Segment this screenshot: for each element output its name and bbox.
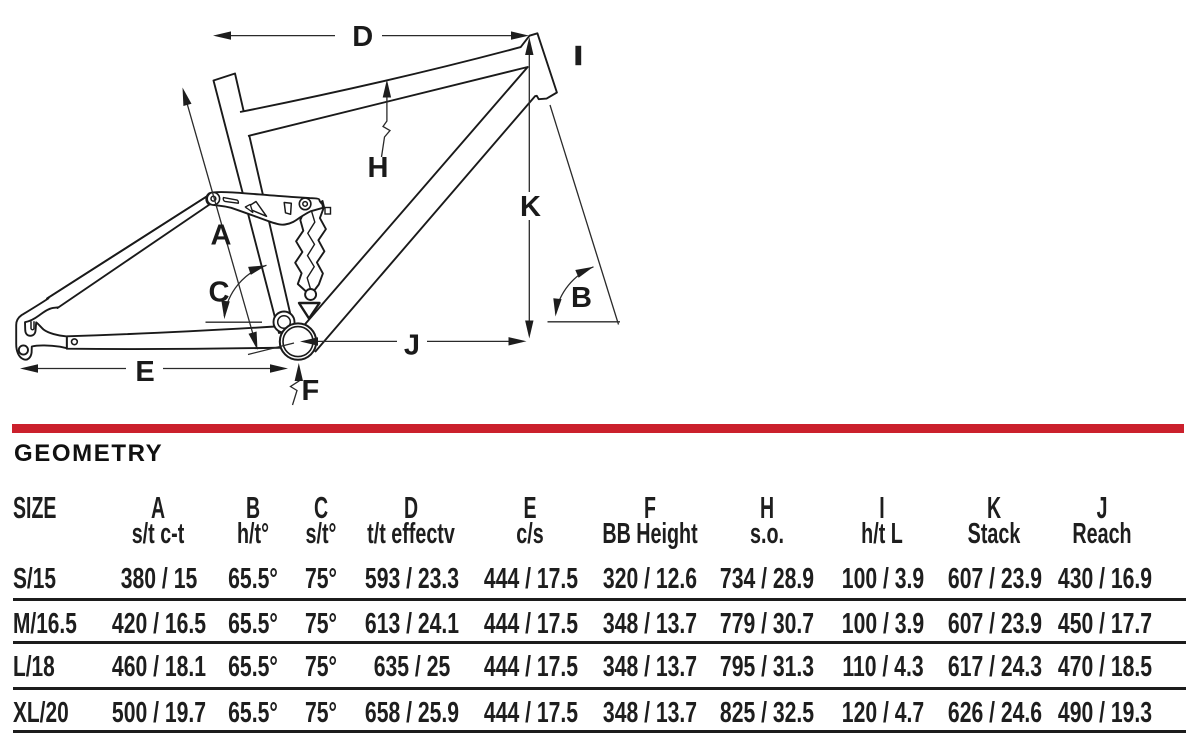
svg-text:A: A [211, 220, 232, 252]
svg-text:F: F [301, 375, 319, 407]
svg-text:C: C [209, 277, 230, 309]
svg-text:B: B [571, 282, 592, 314]
svg-text:E: E [135, 356, 154, 388]
svg-text:D: D [352, 21, 373, 53]
svg-text:J: J [404, 330, 420, 362]
svg-text:K: K [520, 191, 541, 223]
svg-text:H: H [368, 152, 389, 184]
